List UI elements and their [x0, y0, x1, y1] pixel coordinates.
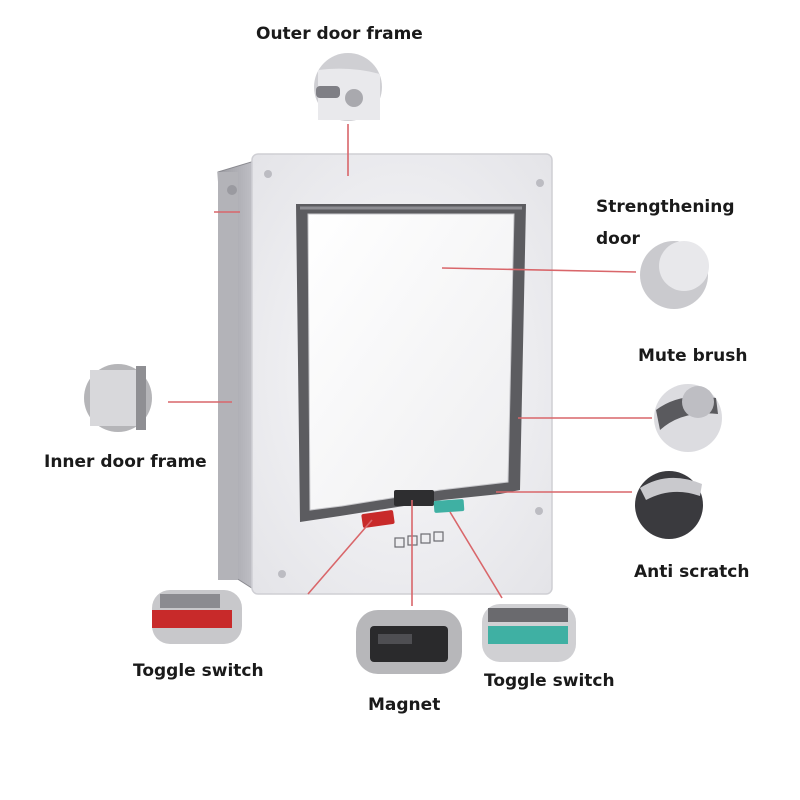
screw-bottom-right: [535, 507, 543, 515]
leader-lines: [168, 124, 652, 606]
mode-icons: [394, 531, 444, 548]
label-strengthening-line2: door: [596, 229, 640, 249]
inner-frame-detail: [84, 364, 152, 432]
toggle-right-detail: [482, 604, 576, 662]
outer-frame-detail: [314, 53, 382, 121]
strengthening-door-detail: [640, 241, 709, 309]
toggle-switch-teal: [433, 499, 465, 513]
screw-top-left: [264, 170, 272, 178]
toggle-left-detail: [152, 590, 242, 644]
leader-strengthening: [441, 267, 637, 273]
label-magnet: Magnet: [368, 695, 441, 715]
magnet-block: [394, 490, 434, 506]
label-mute-brush: Mute brush: [638, 346, 748, 366]
inner-frame-edge: [218, 172, 238, 580]
label-anti-scratch: Anti scratch: [634, 562, 750, 582]
screw-bottom-left: [278, 570, 286, 578]
screw-back-top: [227, 185, 237, 195]
door-frame: [217, 153, 553, 595]
label-inner-door-frame: Inner door frame: [44, 452, 207, 472]
label-outer-door-frame: Outer door frame: [256, 24, 423, 44]
mute-brush-detail: [654, 384, 722, 452]
anti-scratch-detail: [635, 471, 703, 539]
label-toggle-switch-right: Toggle switch: [484, 671, 615, 691]
leader-toggle-right: [449, 511, 503, 599]
label-strengthening-line1: Strengthening: [596, 197, 735, 217]
magnet-detail: [356, 610, 462, 674]
leader-toggle-left: [307, 519, 373, 595]
screw-top-right: [536, 179, 544, 187]
strengthening-flap: [307, 213, 515, 511]
label-toggle-switch-left: Toggle switch: [133, 661, 264, 681]
